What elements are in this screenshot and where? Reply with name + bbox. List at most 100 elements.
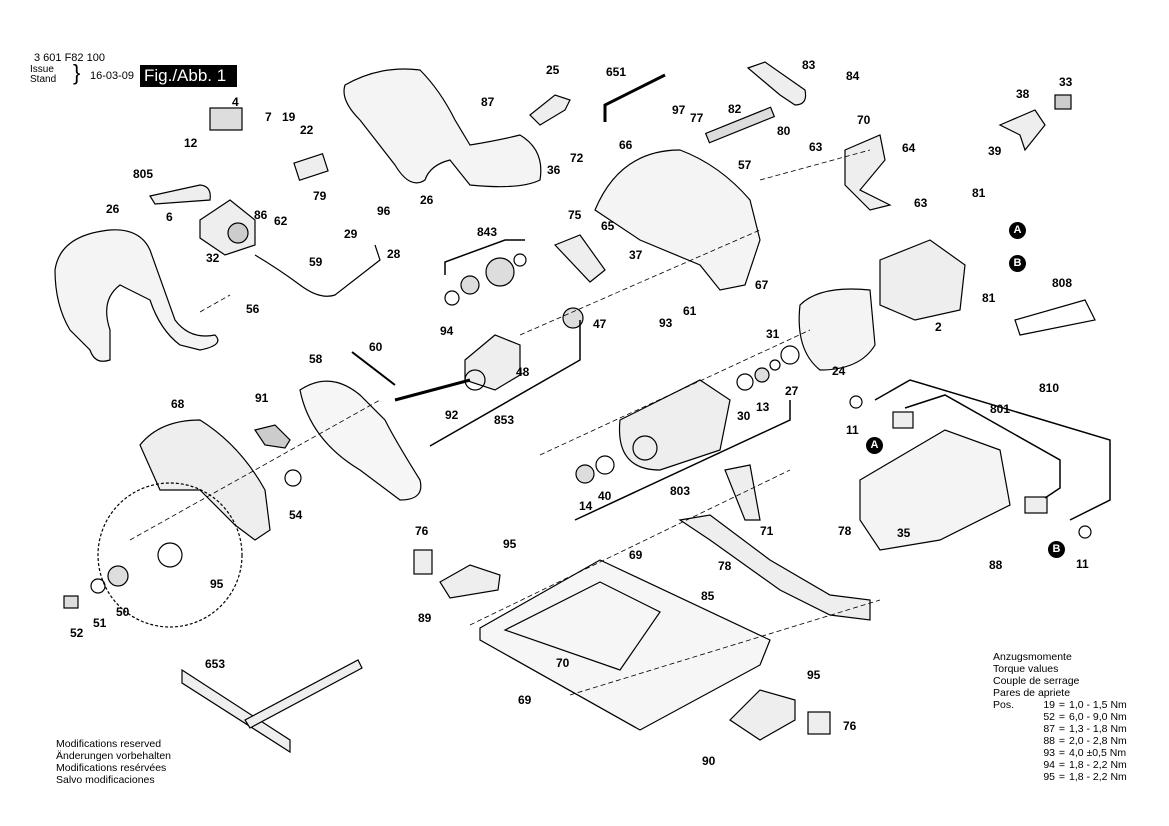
part-upper-guard (139, 419, 271, 541)
part-switch (209, 107, 243, 131)
modifications-fr: Modifications resérvées (56, 762, 167, 774)
part-number: 3 601 F82 100 (34, 52, 105, 64)
part-label: 29 (344, 227, 358, 241)
part-chip-deflector (553, 234, 606, 283)
part-label: 2 (935, 320, 942, 334)
part-label: 90 (702, 754, 716, 768)
part-gear-47 (562, 307, 584, 329)
connector-a-marker: A (1009, 222, 1026, 239)
part-bearing-b (513, 253, 527, 267)
part-label: 803 (670, 484, 691, 498)
part-label: 92 (445, 408, 459, 422)
part-label: 75 (568, 208, 582, 222)
part-gear-housing (464, 334, 521, 391)
part-blade-guard (594, 149, 761, 291)
part-brush-cap-11a (849, 395, 863, 409)
part-guard-clip (529, 94, 571, 126)
part-label: 62 (274, 214, 288, 228)
part-label: 76 (843, 719, 857, 733)
issue-stand-label: Issue Stand (30, 65, 56, 85)
part-label: 35 (897, 526, 911, 540)
part-label: 84 (846, 69, 860, 83)
part-armature (618, 379, 731, 471)
connector-b-marker: B (1048, 541, 1065, 558)
part-label: 25 (546, 63, 560, 77)
torque-row: 88=2,0 - 2,8 Nm (993, 735, 1127, 747)
part-label: 87 (481, 95, 495, 109)
torque-value: 6,0 - 9,0 Nm (1069, 711, 1127, 723)
torque-pos: 93 (1043, 747, 1055, 759)
part-label: 810 (1039, 381, 1060, 395)
torque-value: 1,8 - 2,2 Nm (1069, 759, 1127, 771)
part-spindle-82 (704, 106, 776, 144)
part-label: 78 (838, 524, 852, 538)
torque-value: 1,8 - 2,2 Nm (1069, 771, 1127, 783)
part-label: 95 (210, 577, 224, 591)
kit-bracket-810 (874, 379, 1111, 521)
part-label: 83 (802, 58, 816, 72)
part-bearing-27 (780, 345, 800, 365)
torque-pos: 95 (1043, 771, 1055, 783)
kit-bracket-801 (904, 394, 1061, 499)
part-label: 63 (809, 140, 823, 154)
modifications-es: Salvo modificaciones (56, 774, 155, 786)
part-label: 64 (902, 141, 916, 155)
assembly-lines (129, 149, 881, 696)
part-lever (746, 61, 807, 106)
part-bearing-14 (575, 464, 595, 484)
part-label: 95 (503, 537, 517, 551)
modifications-note: Modifications reserved Änderungen vorbeh… (56, 738, 171, 786)
part-label: 58 (309, 352, 323, 366)
part-bolt-52 (63, 595, 79, 609)
part-label: 37 (629, 248, 643, 262)
part-label: 28 (387, 247, 401, 261)
part-retaining-ring-54 (284, 469, 302, 487)
part-label: 81 (972, 186, 986, 200)
part-label: 19 (282, 110, 296, 124)
torque-row: 94=1,8 - 2,2 Nm (993, 759, 1127, 771)
torque-row: 52=6,0 - 9,0 Nm (993, 711, 1127, 723)
torque-value: 2,0 - 2,8 Nm (1069, 735, 1127, 747)
part-bearing-13 (754, 367, 770, 383)
part-label: 11 (846, 423, 859, 437)
part-label: 30 (737, 409, 751, 423)
torque-pos: 87 (1043, 723, 1055, 735)
part-label: 96 (377, 204, 391, 218)
torque-pos: 88 (1043, 735, 1055, 747)
part-label: 94 (440, 324, 454, 338)
part-label: 7 (265, 110, 272, 124)
part-label: 33 (1059, 75, 1073, 89)
part-stator (879, 239, 966, 321)
part-label: 14 (579, 499, 593, 513)
part-label: 70 (556, 656, 570, 670)
torque-pos: 94 (1043, 759, 1055, 771)
part-ring-31 (769, 359, 781, 371)
issue-label: Issue (30, 64, 54, 75)
part-lower-guard (299, 380, 422, 501)
part-label: 89 (418, 611, 432, 625)
part-label: 12 (184, 136, 198, 150)
part-brush-holder-b (1024, 496, 1048, 514)
part-label: 32 (206, 251, 220, 265)
part-label: 69 (629, 548, 643, 562)
part-label: 57 (738, 158, 752, 172)
torque-values-table: Anzugsmomente Torque values Couple de se… (993, 651, 1127, 783)
part-knob-76a (413, 549, 433, 575)
part-label: 63 (914, 196, 928, 210)
torque-title-fr: Couple de serrage (993, 675, 1080, 687)
part-label: 88 (989, 558, 1003, 572)
part-label: 82 (728, 102, 742, 116)
part-label: 22 (300, 123, 314, 137)
part-clamp-64 (844, 134, 892, 211)
part-label: 95 (807, 668, 821, 682)
part-wire (254, 244, 381, 297)
part-base-plate (479, 559, 771, 731)
part-cap (293, 153, 329, 181)
part-label: 69 (518, 693, 532, 707)
modifications-de: Änderungen vorbehalten (56, 750, 172, 762)
modifications-en: Modifications reserved (56, 738, 162, 750)
torque-value: 4,0 ±0,5 Nm (1069, 747, 1127, 759)
connector-a-marker: A (866, 437, 883, 454)
part-depth-lever (998, 109, 1046, 152)
part-label: 93 (659, 316, 673, 330)
